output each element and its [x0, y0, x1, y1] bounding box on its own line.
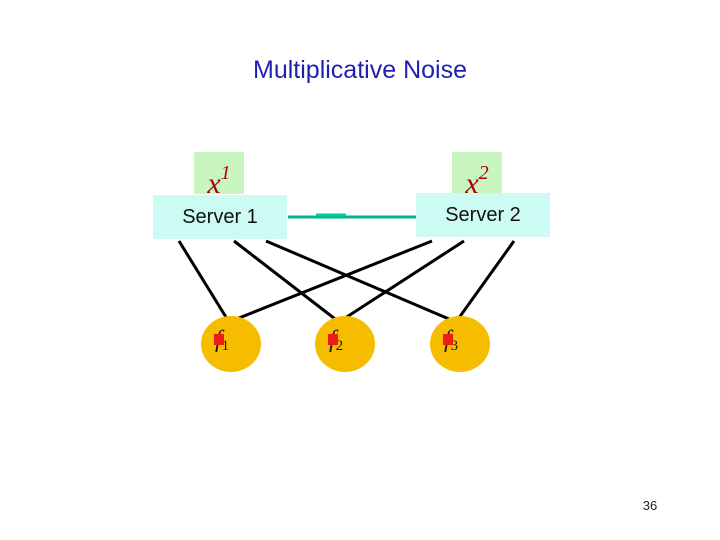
edge-server2-f2 [338, 239, 465, 324]
variable-x2-sup: 2 [478, 162, 489, 184]
edge-server1-f1 [177, 240, 231, 323]
node-f3-sub: 3 [450, 338, 459, 354]
variable-x2-base: x [465, 167, 479, 200]
node-f2-marker [328, 334, 338, 345]
edge-server2-f1 [228, 239, 433, 324]
slide-title: Multiplicative Noise [253, 56, 467, 84]
node-f3-marker [443, 334, 453, 345]
node-f1-sub: 1 [221, 338, 230, 354]
edge-server1-f2 [233, 239, 340, 324]
node-f2: f2 [315, 316, 375, 372]
node-f3: f3 [430, 316, 490, 372]
node-f1-marker [214, 334, 224, 345]
variable-x1-base: x [207, 167, 221, 200]
server-2: Server 2 [416, 193, 550, 237]
edge-server2-f3 [454, 240, 516, 323]
variable-x2: x2 [452, 152, 502, 200]
edge-server1-f3 [265, 239, 457, 324]
node-f2-sub: 2 [335, 338, 344, 354]
variable-x1: x1 [194, 152, 244, 200]
page-number: 36 [642, 498, 658, 513]
node-f1: f1 [201, 316, 261, 372]
server-1: Server 1 [153, 195, 287, 239]
variable-x1-sup: 1 [220, 162, 231, 184]
